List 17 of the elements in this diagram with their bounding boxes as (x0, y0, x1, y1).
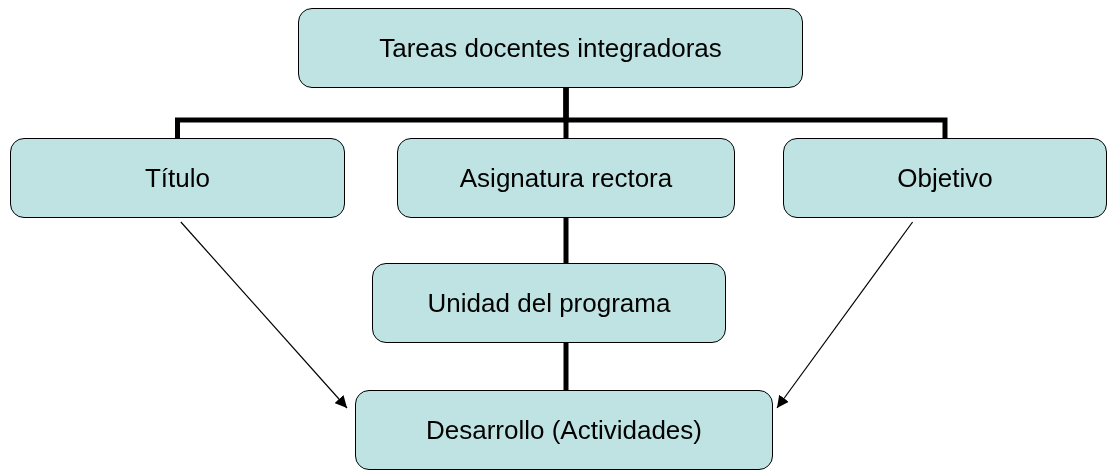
process-box (298, 8, 803, 88)
process-box (397, 138, 735, 218)
arrow (776, 221, 914, 409)
process-box (783, 138, 1107, 218)
box-label: Tareas docentes integradoras (379, 32, 722, 64)
box-label: Desarrollo (Actividades) (426, 414, 702, 446)
process-box (355, 390, 773, 470)
box-label: Unidad del programa (427, 287, 671, 319)
box-label: Título (145, 162, 210, 194)
arrow (180, 221, 348, 409)
connector-line (563, 218, 569, 263)
connector-line (563, 343, 569, 390)
process-box (372, 263, 726, 343)
box-label: Objetivo (897, 162, 993, 194)
box-label: Asignatura rectora (459, 162, 673, 194)
connector-line (563, 88, 948, 138)
process-box (10, 138, 345, 218)
